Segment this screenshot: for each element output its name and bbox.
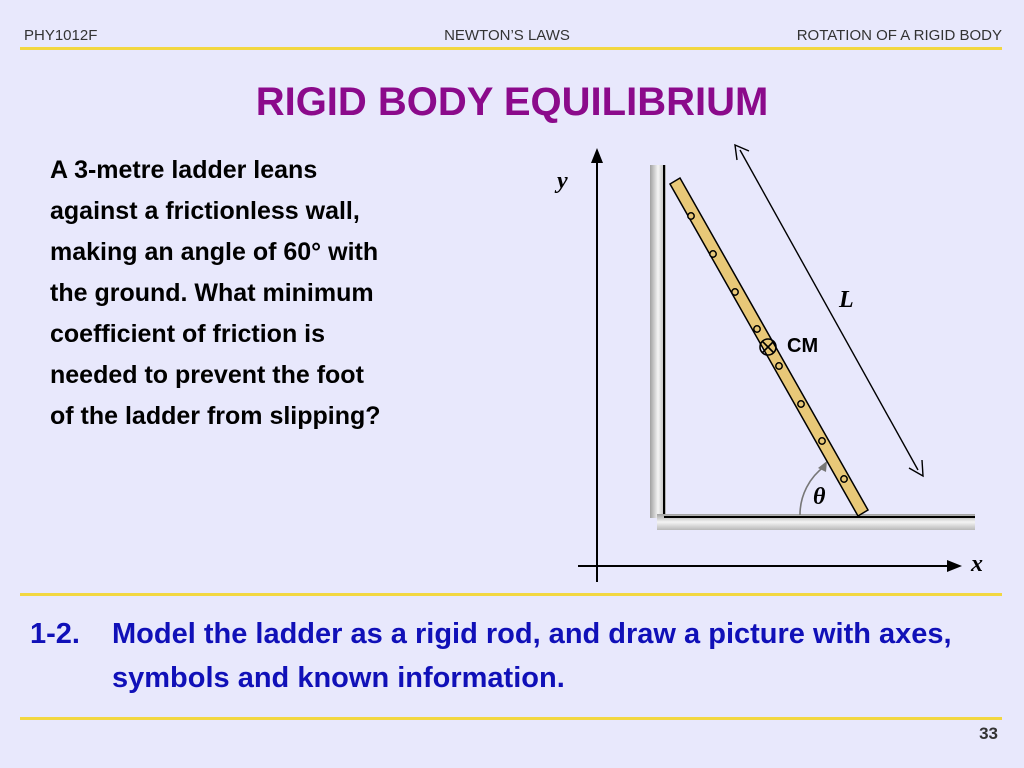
length-arrow [734, 143, 924, 478]
problem-line: making an angle of 60° with [50, 238, 379, 266]
problem-line: of the ladder from slipping? [50, 402, 381, 430]
page-number: 33 [979, 724, 998, 743]
slide-title: RIGID BODY EQUILIBRIUM [255, 80, 769, 124]
problem-line: A 3-metre ladder leans [50, 156, 318, 184]
section-title: ROTATION OF A RIGID BODY [796, 27, 1002, 44]
angle-label: θ [813, 484, 826, 510]
wall [650, 165, 666, 518]
chapter-title: NEWTON’S LAWS [444, 27, 570, 44]
problem-statement: A 3-metre ladder leans against a frictio… [50, 150, 490, 437]
y-axis [591, 148, 603, 582]
center-of-mass-marker [759, 338, 777, 356]
center-of-mass-label: CM [787, 335, 818, 357]
header-divider [20, 47, 1002, 50]
step-top-divider [20, 593, 1002, 596]
problem-line: coefficient of friction is [50, 320, 326, 348]
ladder-rung-holes [687, 212, 848, 483]
problem-line: the ground. What minimum [50, 279, 374, 307]
x-axis [578, 560, 962, 572]
step-text: Model the ladder as a rigid rod, and dra… [112, 618, 952, 694]
problem-line: against a frictionless wall, [50, 197, 360, 225]
length-label: L [838, 287, 854, 313]
course-code: PHY1012F [24, 27, 98, 44]
y-axis-label: y [554, 168, 568, 194]
x-axis-label: x [970, 551, 983, 577]
step-number: 1-2. [30, 618, 80, 650]
problem-line: needed to prevent the foot [50, 361, 364, 389]
footer-divider [20, 717, 1002, 720]
